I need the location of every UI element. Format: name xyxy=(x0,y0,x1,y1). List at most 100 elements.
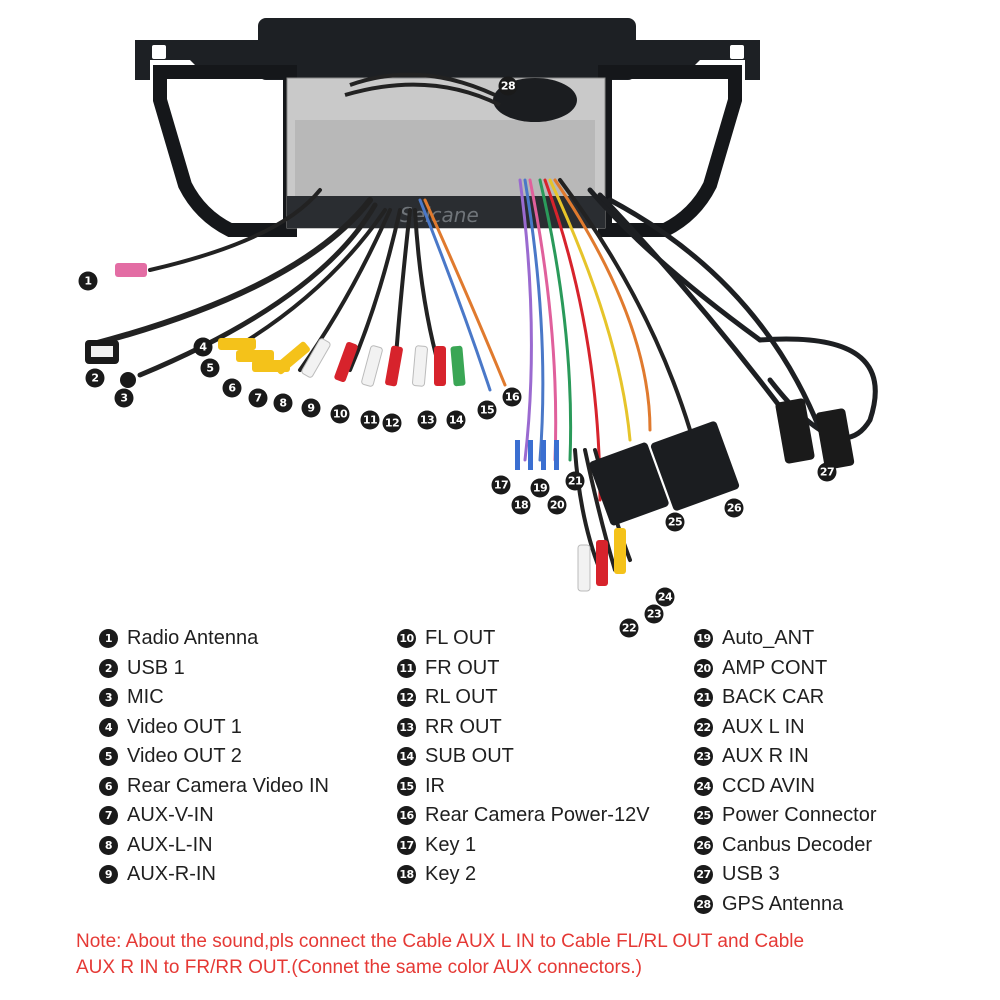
legend-label: Rear Camera Power-12V xyxy=(425,804,650,827)
callout-badge-27: 27 xyxy=(817,462,837,482)
legend-label: GPS Antenna xyxy=(722,892,844,915)
legend-number-badge: 13 xyxy=(397,717,416,737)
callout-badge-10: 10 xyxy=(330,404,350,424)
legend-number-badge: 28 xyxy=(694,894,713,914)
callout-badge-14: 14 xyxy=(446,410,466,430)
legend-number-badge: 22 xyxy=(694,717,713,737)
legend-number-badge: 26 xyxy=(694,835,713,855)
callout-badge-26: 26 xyxy=(724,498,744,518)
callout-badge-2: 2 xyxy=(85,368,105,388)
legend-label: USB 3 xyxy=(722,863,780,886)
note-line-1: Note: About the sound,pls connect the Ca… xyxy=(76,931,805,952)
wire-harness xyxy=(87,178,878,572)
legend-label: Auto_ANT xyxy=(722,627,815,650)
callout-badge-19: 19 xyxy=(530,478,550,498)
legend-number-badge: 25 xyxy=(694,806,713,826)
seicane-watermark: Seicane xyxy=(400,203,479,227)
callout-badge-21: 21 xyxy=(565,471,585,491)
legend-item-24: 24 CCD AVIN xyxy=(694,772,877,802)
legend-number-badge: 10 xyxy=(397,629,416,649)
legend-number-badge: 18 xyxy=(397,865,416,885)
legend-label: AUX-R-IN xyxy=(127,863,216,886)
legend-label: RR OUT xyxy=(425,715,502,738)
connectors xyxy=(85,263,855,592)
legend-item-6: 6 Rear Camera Video IN xyxy=(99,772,329,802)
legend-number-badge: 3 xyxy=(99,688,118,708)
callout-badge-6: 6 xyxy=(222,378,242,398)
legend-label: CCD AVIN xyxy=(722,774,815,797)
legend-number-badge: 15 xyxy=(397,776,416,796)
legend-label: FR OUT xyxy=(425,656,500,679)
legend-number-badge: 17 xyxy=(397,835,416,855)
callout-badge-20: 20 xyxy=(547,495,567,515)
legend-number-badge: 4 xyxy=(99,717,118,737)
callout-badge-15: 15 xyxy=(477,400,497,420)
callout-badge-23: 23 xyxy=(644,604,664,624)
legend-item-28: 28 GPS Antenna xyxy=(694,890,877,920)
legend-item-20: 20 AMP CONT xyxy=(694,654,877,684)
legend-item-13: 13 RR OUT xyxy=(397,713,650,743)
legend-item-10: 10 FL OUT xyxy=(397,624,650,654)
callout-badge-9: 9 xyxy=(301,398,321,418)
callout-badge-13: 13 xyxy=(417,410,437,430)
legend-item-21: 21 BACK CAR xyxy=(694,683,877,713)
legend-label: Rear Camera Video IN xyxy=(127,774,329,797)
legend-label: SUB OUT xyxy=(425,745,514,768)
legend-label: Key 2 xyxy=(425,863,477,886)
legend-label: AUX-L-IN xyxy=(127,833,213,856)
legend-label: AMP CONT xyxy=(722,656,828,679)
legend-number-badge: 7 xyxy=(99,806,118,826)
legend-number-badge: 14 xyxy=(397,747,416,767)
legend-number-badge: 6 xyxy=(99,776,118,796)
callout-badge-16: 16 xyxy=(502,387,522,407)
legend-label: RL OUT xyxy=(425,686,498,709)
callout-badge-1: 1 xyxy=(78,271,98,291)
legend-number-badge: 1 xyxy=(99,629,118,649)
legend-label: FL OUT xyxy=(425,627,496,650)
legend-item-14: 14 SUB OUT xyxy=(397,742,650,772)
callout-badge-18: 18 xyxy=(511,495,531,515)
callout-badge-25: 25 xyxy=(665,512,685,532)
wiring-diagram-illustration: Seicane xyxy=(85,18,878,592)
legend-label: AUX R IN xyxy=(722,745,809,768)
legend-number-badge: 8 xyxy=(99,835,118,855)
legend-number-badge: 24 xyxy=(694,776,713,796)
callout-badge-22: 22 xyxy=(619,618,639,638)
callout-badge-17: 17 xyxy=(491,475,511,495)
callout-badge-24: 24 xyxy=(655,587,675,607)
legend-number-badge: 20 xyxy=(694,658,713,678)
legend-item-27: 27 USB 3 xyxy=(694,860,877,890)
callout-badge-11: 11 xyxy=(360,410,380,430)
note-line-2: AUX R IN to FR/RR OUT.(Connet the same c… xyxy=(76,957,642,978)
legend-label: Canbus Decoder xyxy=(722,833,873,856)
callout-badge-8: 8 xyxy=(273,393,293,413)
legend-number-badge: 21 xyxy=(694,688,713,708)
legend-item-19: 19 Auto_ANT xyxy=(694,624,877,654)
callout-badge-7: 7 xyxy=(248,388,268,408)
legend-label: BACK CAR xyxy=(722,686,825,709)
legend-number-badge: 2 xyxy=(99,658,118,678)
legend-number-badge: 19 xyxy=(694,629,713,649)
legend-number-badge: 11 xyxy=(397,658,416,678)
legend-item-18: 18 Key 2 xyxy=(397,860,650,890)
legend-label: Key 1 xyxy=(425,833,477,856)
legend-item-22: 22 AUX L IN xyxy=(694,713,877,743)
callout-badge-28: 28 xyxy=(498,76,518,96)
legend-label: MIC xyxy=(127,686,164,709)
legend-column-3: 19 Auto_ANT 20 AMP CONT 21 BACK CAR 22 AUX L IN… xyxy=(694,624,877,919)
legend-number-badge: 27 xyxy=(694,865,713,885)
sound-note: Note: About the sound,pls connect the Ca… xyxy=(76,929,956,981)
legend-label: Radio Antenna xyxy=(127,627,259,650)
legend-number-badge: 9 xyxy=(99,865,118,885)
callout-badge-3: 3 xyxy=(114,388,134,408)
legend-label: AUX L IN xyxy=(722,715,805,738)
